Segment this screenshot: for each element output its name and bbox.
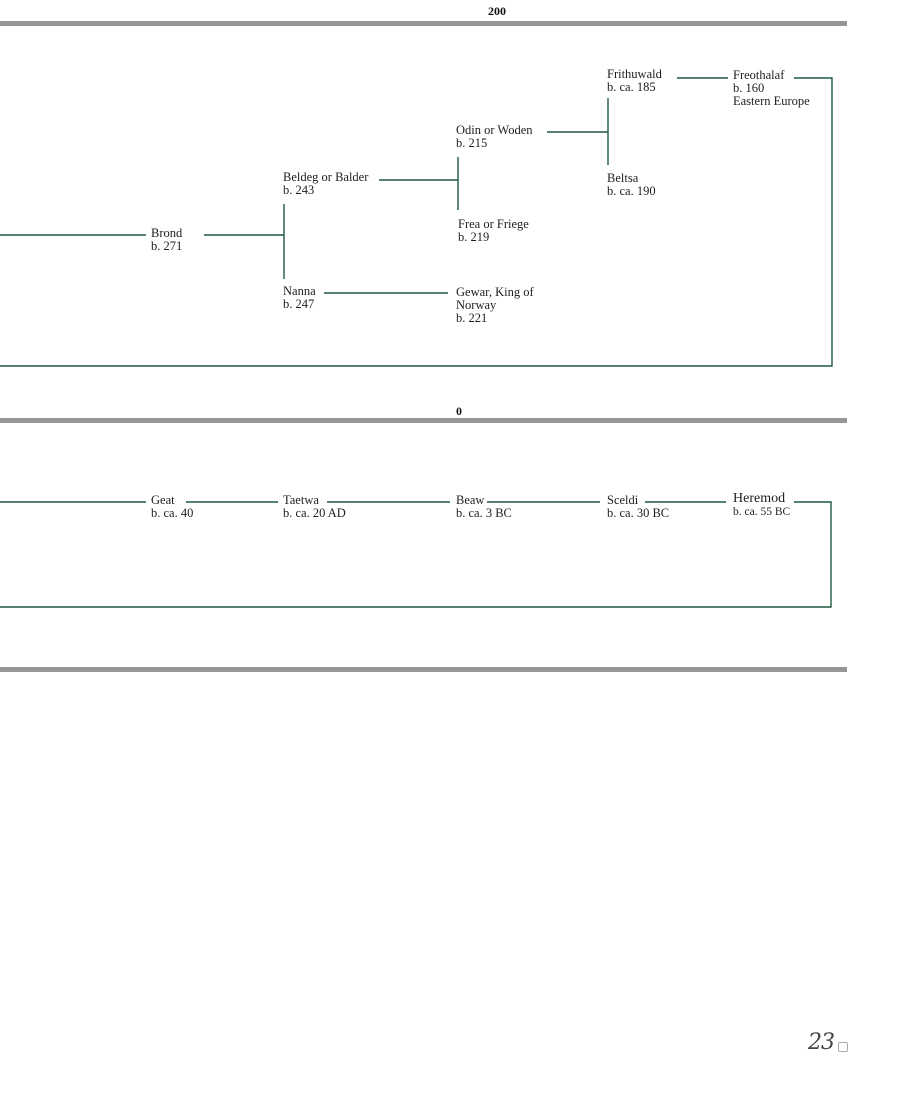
- person-name: Brond: [151, 226, 183, 240]
- person-birth: b. 221: [456, 311, 488, 325]
- person-birth: b. ca. 30 BC: [607, 506, 670, 520]
- person-name: Beaw: [456, 493, 485, 507]
- person-name: Odin or Woden: [456, 123, 533, 137]
- era-bar-200: [0, 21, 847, 26]
- person-beldeg: Beldeg or Balder b. 243: [283, 171, 368, 197]
- person-name: Taetwa: [283, 493, 319, 507]
- person-birth: b. ca. 20 AD: [283, 506, 346, 520]
- page-ornament-icon: [838, 1042, 848, 1052]
- person-name: Geat: [151, 493, 175, 507]
- person-birth: b. 160: [733, 81, 765, 95]
- person-frithuwald: Frithuwald b. ca. 185: [607, 68, 662, 94]
- line-freothalaf-continuation: [0, 77, 833, 367]
- person-frea: Frea or Friege b. 219: [458, 218, 529, 244]
- era-bar-0: [0, 418, 847, 423]
- era-bar-bottom: [0, 667, 847, 672]
- person-name: Frea or Friege: [458, 217, 529, 231]
- person-place: Eastern Europe: [733, 94, 810, 108]
- person-sceldi: Sceldi b. ca. 30 BC: [607, 494, 669, 520]
- person-name-line2: Norway: [456, 298, 497, 312]
- person-name: Beltsa: [607, 171, 639, 185]
- person-birth: b. ca. 185: [607, 80, 656, 94]
- person-birth: b. ca. 40: [151, 506, 194, 520]
- person-birth: b. ca. 190: [607, 184, 656, 198]
- person-birth: b. 215: [456, 136, 488, 150]
- person-nanna: Nanna b. 247: [283, 285, 316, 311]
- era-label-200: 200: [488, 4, 506, 18]
- person-gewar: Gewar, King of Norway b. 221: [456, 286, 534, 325]
- person-birth: b. 271: [151, 239, 183, 253]
- person-name: Gewar, King of: [456, 285, 534, 299]
- person-name: Frithuwald: [607, 67, 662, 81]
- person-name: Heremod: [733, 491, 786, 506]
- person-birth: b. 247: [283, 297, 315, 311]
- person-birth: b. ca. 55 BC: [733, 506, 791, 518]
- person-geat: Geat b. ca. 40: [151, 494, 193, 520]
- person-birth: b. 219: [458, 230, 490, 244]
- person-name: Sceldi: [607, 493, 639, 507]
- person-name: Beldeg or Balder: [283, 170, 369, 184]
- person-birth: b. 243: [283, 183, 315, 197]
- person-freothalaf: Freothalaf b. 160 Eastern Europe: [733, 69, 810, 108]
- person-name: Nanna: [283, 284, 316, 298]
- person-beaw: Beaw b. ca. 3 BC: [456, 494, 512, 520]
- era-label-0: 0: [456, 404, 462, 418]
- person-brond: Brond b. 271: [151, 227, 182, 253]
- page-number: 23: [808, 1030, 835, 1055]
- person-beltsa: Beltsa b. ca. 190: [607, 172, 656, 198]
- person-name: Freothalaf: [733, 68, 785, 82]
- person-birth: b. ca. 3 BC: [456, 506, 512, 520]
- person-heremod: Heremod b. ca. 55 BC: [733, 492, 790, 519]
- person-taetwa: Taetwa b. ca. 20 AD: [283, 494, 346, 520]
- person-odin: Odin or Woden b. 215: [456, 124, 533, 150]
- line-heremod-continuation: [0, 501, 832, 608]
